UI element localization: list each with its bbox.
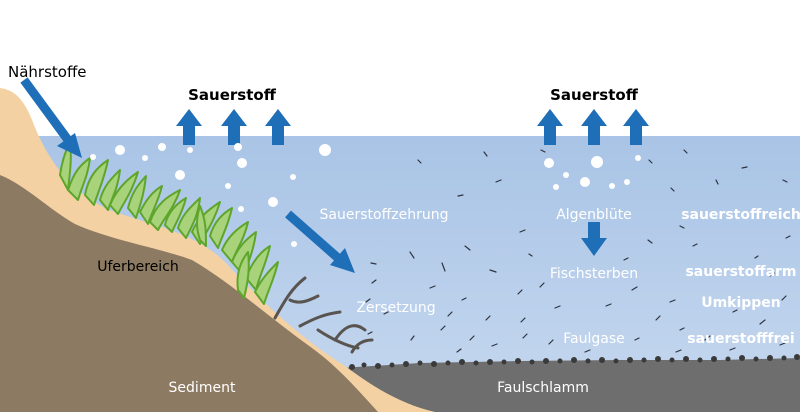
label-fischsterben: Fischsterben — [550, 266, 638, 282]
oxygen-up-arrows-right — [537, 109, 649, 145]
label-sauerstoff-left: Sauerstoff — [188, 86, 277, 104]
sludge-pebbles — [349, 354, 800, 370]
aquatic-plants — [59, 141, 279, 305]
label-faulgase: Faulgase — [563, 331, 624, 347]
fish-death-down-arrow — [581, 222, 607, 256]
labels: Nährstoffe Sauerstoff Sauerstoff Sauerst… — [8, 63, 800, 396]
dead-roots — [273, 276, 374, 354]
algae-particles — [365, 149, 791, 353]
label-algenbluete: Algenblüte — [556, 207, 632, 223]
label-sauerstoff-right: Sauerstoff — [550, 86, 639, 104]
oxygen-depletion-arrow — [285, 210, 355, 273]
label-sauerstoffzehrung: Sauerstoffzehrung — [320, 207, 449, 223]
sediment-soil — [0, 175, 378, 412]
nutrients-arrow — [20, 77, 82, 158]
label-sauerstoffarm: sauerstoffarm — [685, 264, 796, 280]
label-naehrstoffe: Nährstoffe — [8, 63, 87, 81]
label-sauerstofffrei: sauerstofffrei — [687, 331, 794, 347]
label-zersetzung: Zersetzung — [356, 300, 435, 316]
label-faulschlamm: Faulschlamm — [497, 380, 589, 396]
sludge-layer — [340, 358, 800, 412]
label-uferbereich: Uferbereich — [97, 259, 179, 275]
bubbles — [90, 143, 641, 247]
label-umkippen: Umkippen — [701, 295, 781, 311]
label-sediment: Sediment — [169, 380, 236, 396]
label-sauerstoffreich: sauerstoffreich — [681, 207, 800, 223]
oxygen-up-arrows-left — [176, 109, 291, 145]
